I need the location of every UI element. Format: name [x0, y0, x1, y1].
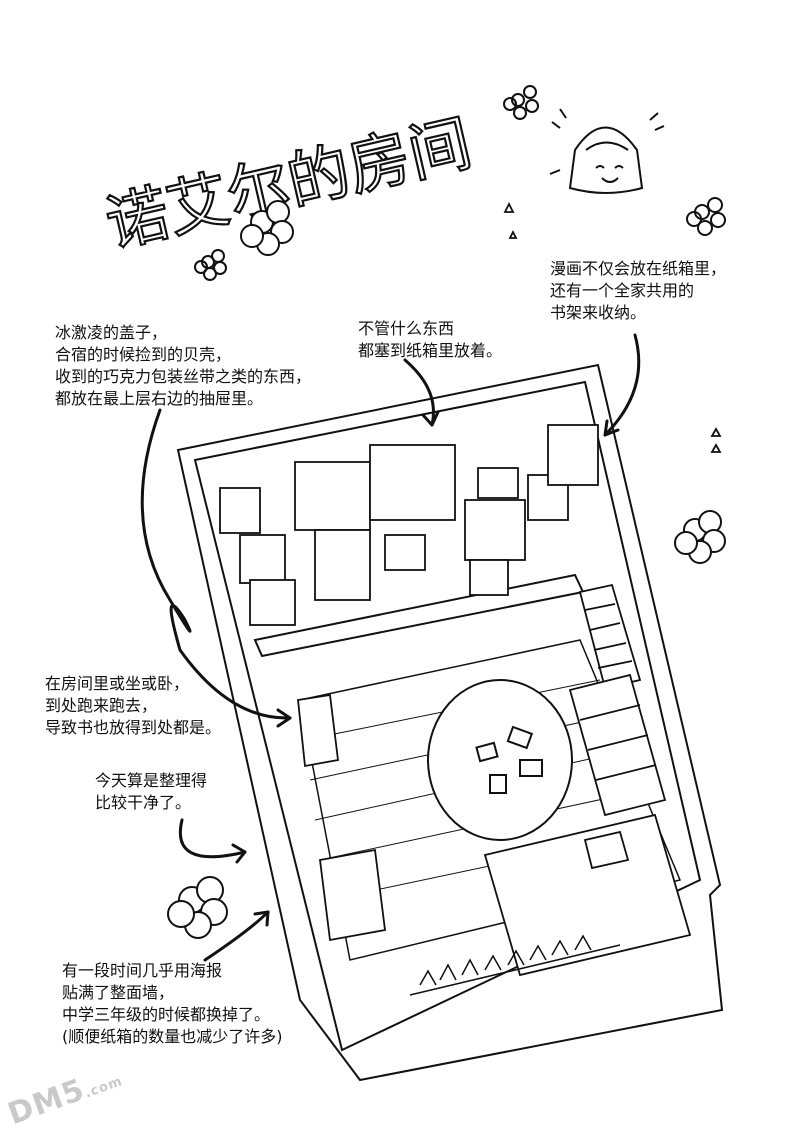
desk — [297, 693, 386, 942]
flower-icon — [503, 85, 539, 120]
note-tidy: 今天算是整理得 比较干净了。 — [95, 771, 208, 812]
dotted-flower-icon — [674, 510, 726, 564]
flower-icon — [686, 197, 726, 236]
note-books: 在房间里或坐或卧， 到处跑来跑去， 导致书也放得到处都是。 — [45, 674, 222, 737]
bookshelf — [578, 583, 642, 690]
arrow-icon — [140, 333, 641, 962]
cardboard-boxes — [219, 424, 599, 626]
note-posters: 有一段时间几乎用海报 贴满了整面墙， 中学三年级的时候都换掉了。 (顺便纸箱的数… — [62, 961, 283, 1046]
note-boxes: 不管什么东西 都塞到纸箱里放着。 — [358, 319, 503, 360]
sparkle-icon — [503, 201, 722, 453]
flower-icon — [194, 249, 227, 281]
round-table — [427, 679, 573, 841]
dotted-flower-icon — [167, 876, 228, 939]
plants-row — [409, 934, 621, 996]
dotted-flower-icon — [240, 200, 294, 256]
note-manga-shelf: 漫画不仅会放在纸箱里， 还有一个全家共用的 书架来收纳。 — [550, 259, 727, 322]
sofa — [568, 673, 667, 817]
bed — [483, 813, 692, 977]
character-doodle — [549, 108, 665, 194]
note-drawer-items: 冰激凌的盖子， 合宿的时候捡到的贝壳， 收到的巧克力包装丝带之类的东西， 都放在… — [55, 323, 312, 408]
